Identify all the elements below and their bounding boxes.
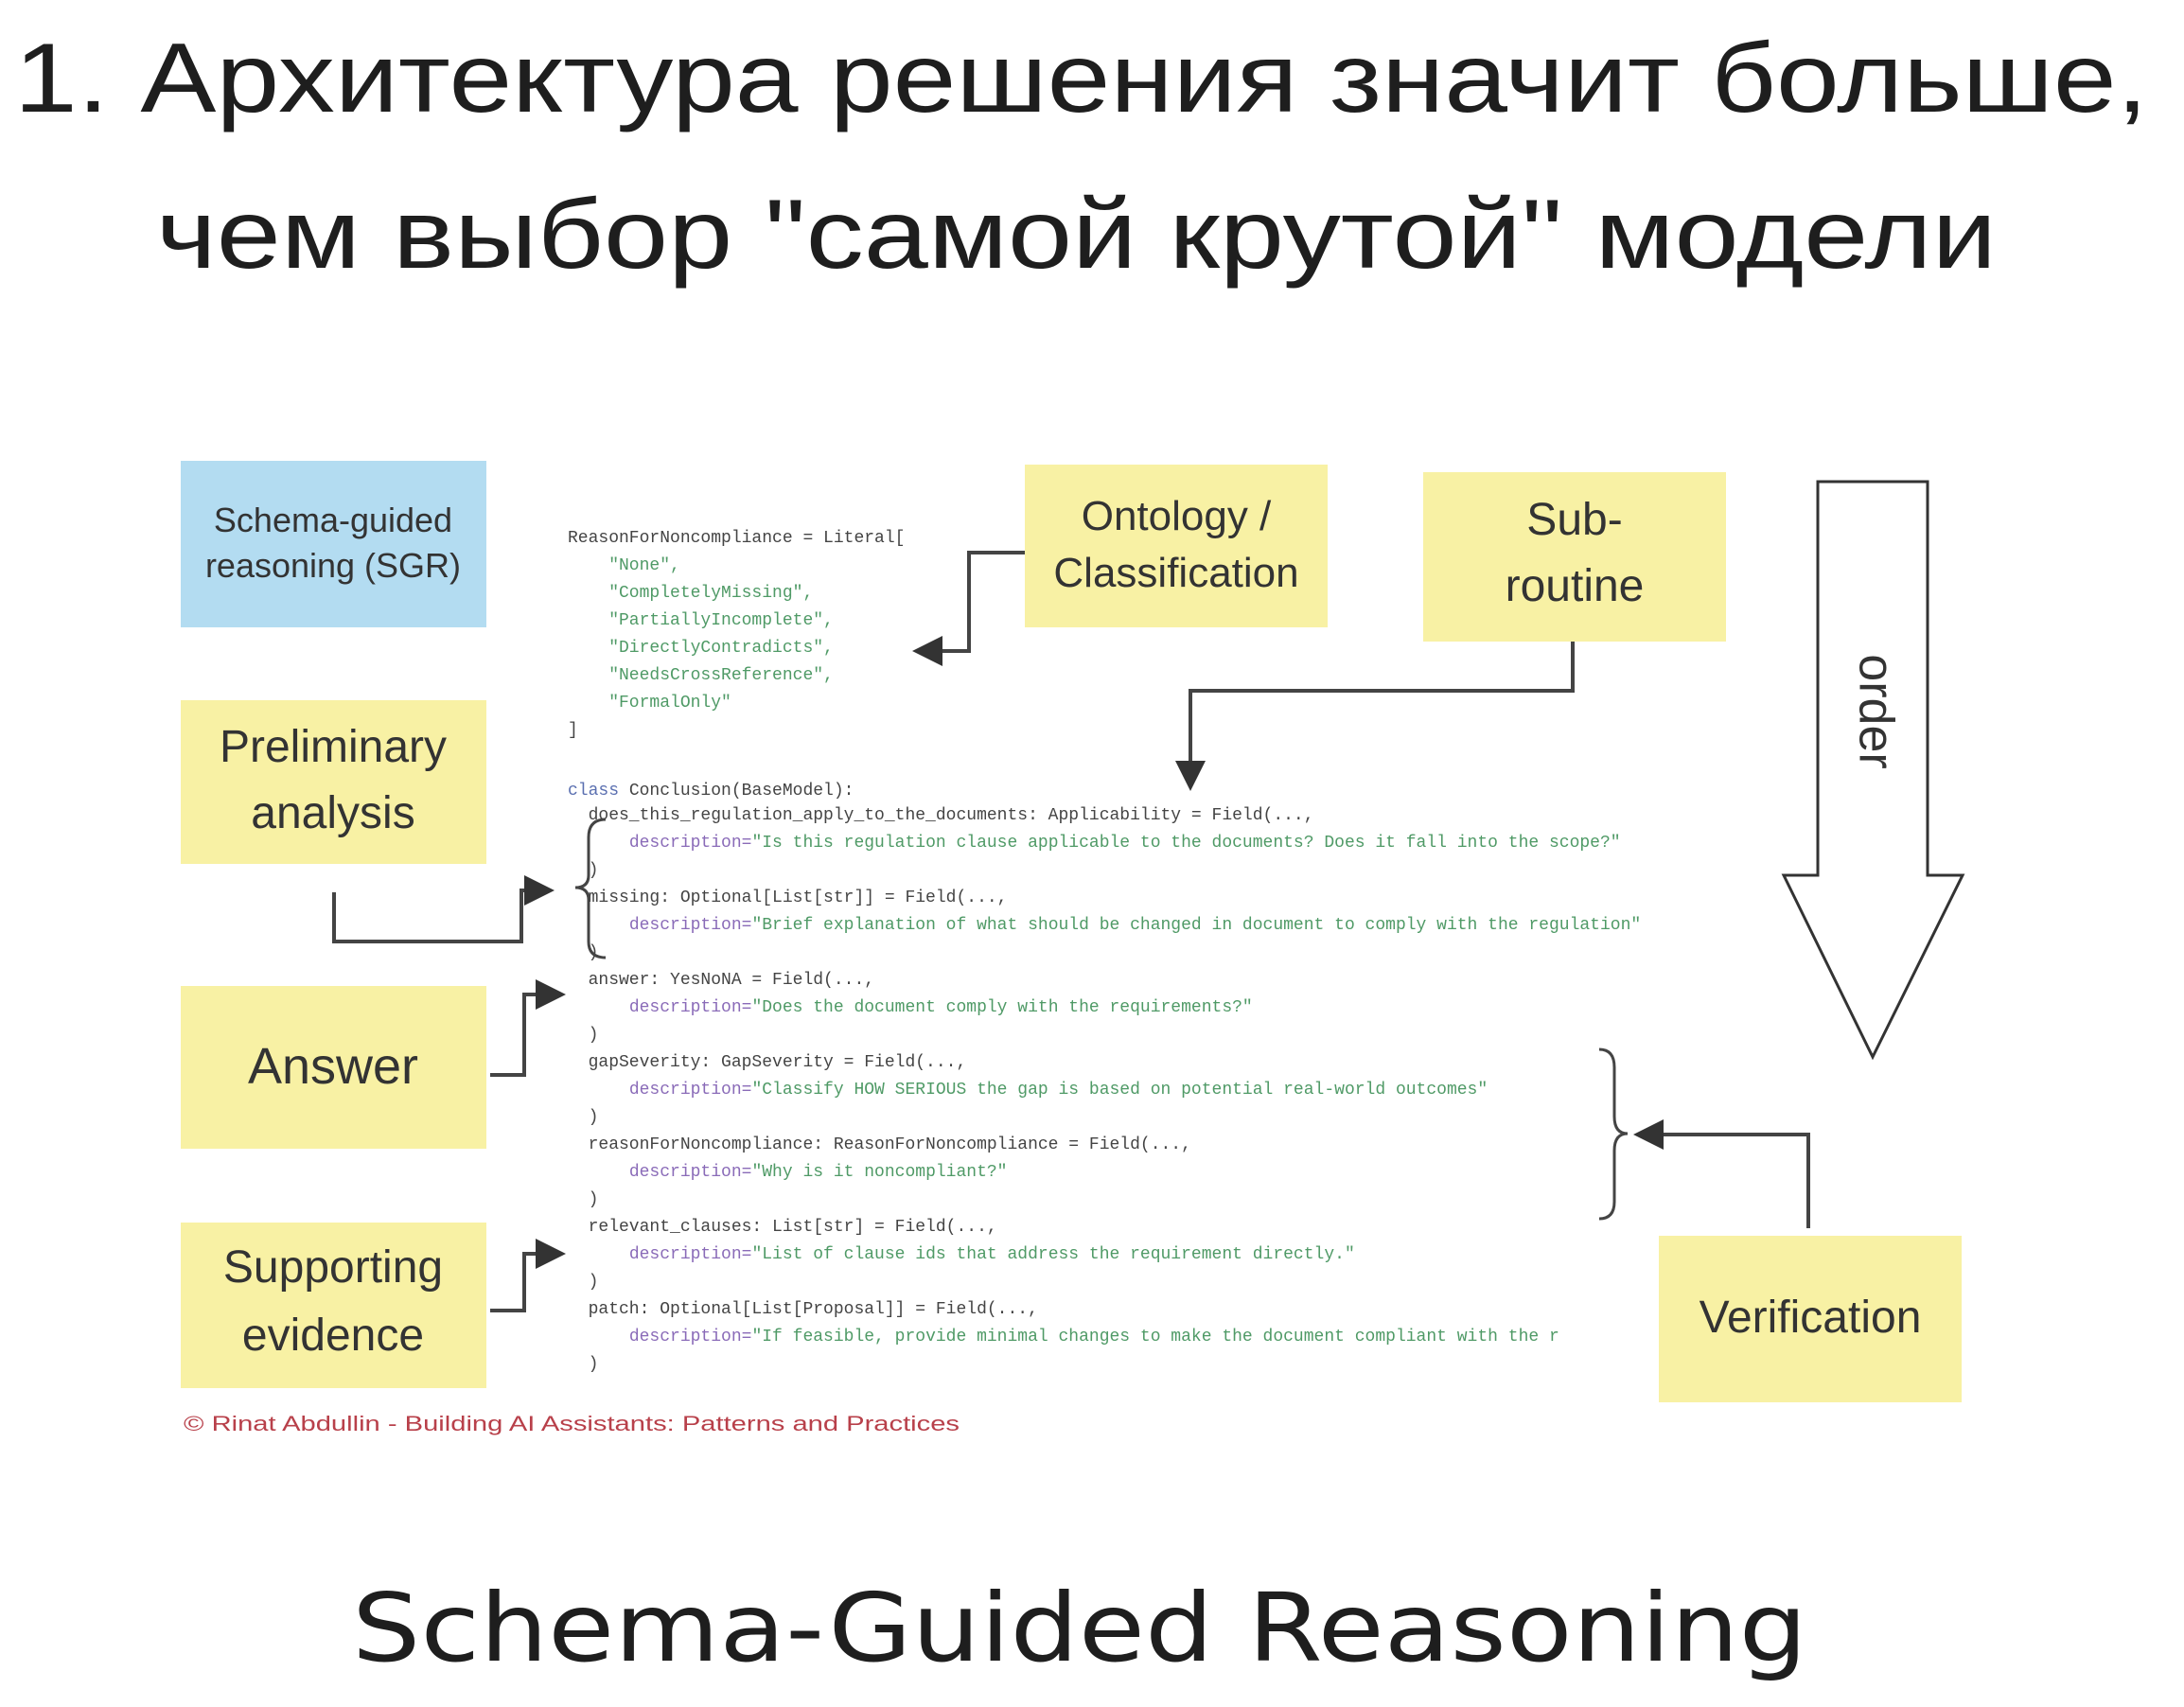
arrow-subroutine [1175, 642, 1575, 791]
code-line: ) [568, 1355, 598, 1374]
sticky-answer-line-1: Answer [248, 1038, 418, 1095]
sticky-supporting-line-1: Supporting [223, 1242, 443, 1293]
sticky-subroutine: Sub- routine [1423, 472, 1726, 642]
code-line: description="Brief explanation of what s… [568, 916, 1641, 935]
code-line: "FormalOnly" [568, 694, 731, 713]
sticky-sgr-line-1: Schema-guided [214, 501, 452, 539]
code-line: description="List of clause ids that add… [568, 1245, 1355, 1264]
sticky-verification-line-1: Verification [1700, 1293, 1922, 1343]
code-line: class Conclusion(BaseModel): [568, 782, 854, 801]
sticky-preliminary-line-1: Preliminary [220, 722, 447, 772]
sticky-subroutine-line-2: routine [1506, 561, 1645, 611]
code-line: "CompletelyMissing", [568, 584, 813, 603]
code-line: description="Classify HOW SERIOUS the ga… [568, 1081, 1488, 1100]
code-line: gapSeverity: GapSeverity = Field(..., [568, 1053, 966, 1072]
arrow-ontology [912, 551, 1025, 666]
sticky-supporting-line-2: evidence [242, 1311, 424, 1361]
right-brace [1598, 1047, 1629, 1221]
code-line: relevant_clauses: List[str] = Field(..., [568, 1218, 997, 1237]
code-line: description="Does the document comply wi… [568, 998, 1253, 1017]
sticky-subroutine-line-1: Sub- [1526, 495, 1622, 545]
code-line: reasonForNoncompliance: ReasonForNoncomp… [568, 1135, 1191, 1154]
arrow-answer [490, 979, 566, 1077]
slide-subtitle: Schema-Guided Reasoning [352, 1573, 1807, 1683]
code-line: "PartiallyIncomplete", [568, 611, 834, 630]
sticky-ontology-line-1: Ontology / [1082, 493, 1272, 539]
sticky-sgr-line-2: reasoning (SGR) [205, 546, 461, 585]
code-line: "DirectlyContradicts", [568, 639, 834, 658]
arrow-preliminary [332, 875, 555, 943]
code-line: "NeedsCrossReference", [568, 666, 834, 685]
sticky-sgr: Schema-guided reasoning (SGR) [181, 461, 486, 627]
code-line: description="Why is it noncompliant?" [568, 1163, 1007, 1182]
sticky-preliminary-line-2: analysis [251, 788, 414, 838]
code-line: does_this_regulation_apply_to_the_docume… [568, 806, 1314, 825]
arrow-supporting [490, 1239, 566, 1312]
code-line: ) [568, 1026, 598, 1045]
sticky-ontology-line-2: Classification [1053, 550, 1298, 596]
left-brace [574, 818, 607, 959]
code-line: ) [568, 861, 598, 880]
code-line: ) [568, 1273, 598, 1292]
sticky-verification: Verification [1659, 1236, 1962, 1402]
code-line: missing: Optional[List[str]] = Field(...… [568, 889, 1007, 907]
code-line: ReasonForNoncompliance = Literal[ [568, 529, 905, 548]
code-line: patch: Optional[List[Proposal]] = Field(… [568, 1300, 1038, 1319]
order-label: order [1848, 654, 1903, 768]
sticky-preliminary: Preliminary analysis [181, 700, 486, 864]
sticky-answer: Answer [181, 986, 486, 1149]
order-arrow-icon [1781, 480, 1965, 1061]
code-block: ReasonForNoncompliance = Literal[ "None"… [568, 529, 1641, 1374]
code-line: description="Is this regulation clause a… [568, 834, 1621, 853]
sticky-supporting: Supporting evidence [181, 1223, 486, 1388]
sticky-ontology: Ontology / Classification [1025, 465, 1328, 627]
slide-title-line-1: 1. Архитектура решения значит больше, [14, 24, 2148, 133]
code-line: ) [568, 1108, 598, 1127]
code-line: ] [568, 721, 578, 740]
copyright: © Rinat Abdullin - Building AI Assistant… [184, 1412, 960, 1435]
code-line: ) [568, 1190, 598, 1209]
arrow-verification [1633, 1119, 1810, 1228]
code-line: "None", [568, 556, 680, 575]
code-line: answer: YesNoNA = Field(..., [568, 971, 874, 990]
code-line: description="If feasible, provide minima… [568, 1328, 1559, 1346]
slide-title-line-2: чем выбор "самой крутой" модели [156, 180, 1997, 290]
